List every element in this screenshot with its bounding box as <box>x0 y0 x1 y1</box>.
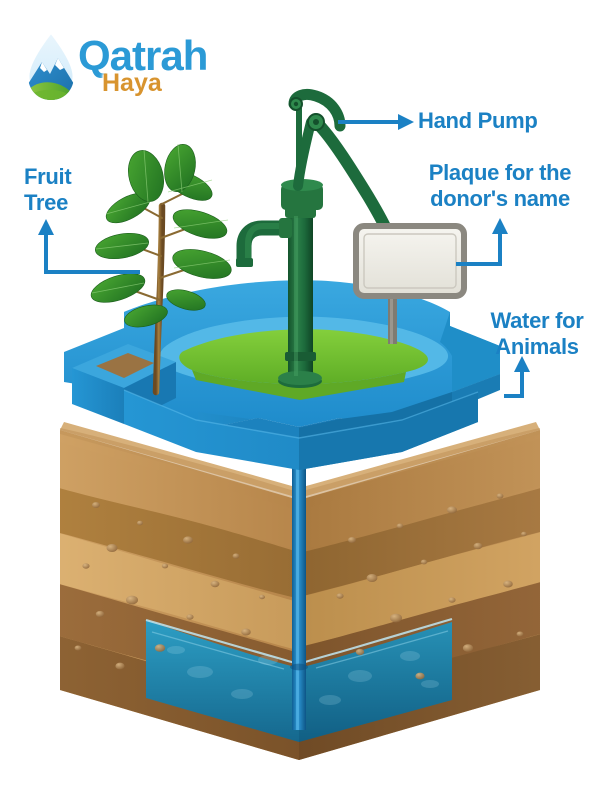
label-plaque-line1: Plaque for the <box>428 160 572 185</box>
label-water-animals-line2: Animals <box>495 334 579 359</box>
label-water-for-animals: Water for Animals <box>476 308 598 360</box>
arrow-hand-pump <box>338 114 414 130</box>
logo-primary-text: Qatrah <box>78 32 208 79</box>
logo-secondary-text: Haya <box>102 69 162 97</box>
label-hand-pump-line1: Hand Pump <box>418 108 538 133</box>
groundwater-aquifer <box>145 617 453 742</box>
well-pipe <box>290 462 308 730</box>
label-fruit-tree-line1: Fruit <box>24 164 72 189</box>
arrow-water-for-animals <box>504 356 530 398</box>
label-hand-pump: Hand Pump <box>418 108 538 134</box>
arrow-fruit-tree <box>38 219 140 274</box>
fruit-tree <box>90 143 232 396</box>
label-water-animals-line1: Water for <box>490 308 584 333</box>
hand-pump <box>236 88 400 388</box>
water-droplet-mountain-icon <box>26 30 76 102</box>
logo-wordmark: Qatrah Haya <box>78 32 208 97</box>
soil-pebbles <box>74 493 527 680</box>
arrow-plaque <box>456 218 508 266</box>
label-plaque-line2: donor's name <box>430 186 570 211</box>
brand-logo[interactable]: Qatrah Haya <box>20 28 220 106</box>
label-plaque: Plaque for the donor's name <box>410 160 590 212</box>
label-fruit-tree-line2: Tree <box>24 190 69 215</box>
donor-plaque <box>353 223 467 344</box>
label-fruit-tree: Fruit Tree <box>24 164 72 216</box>
